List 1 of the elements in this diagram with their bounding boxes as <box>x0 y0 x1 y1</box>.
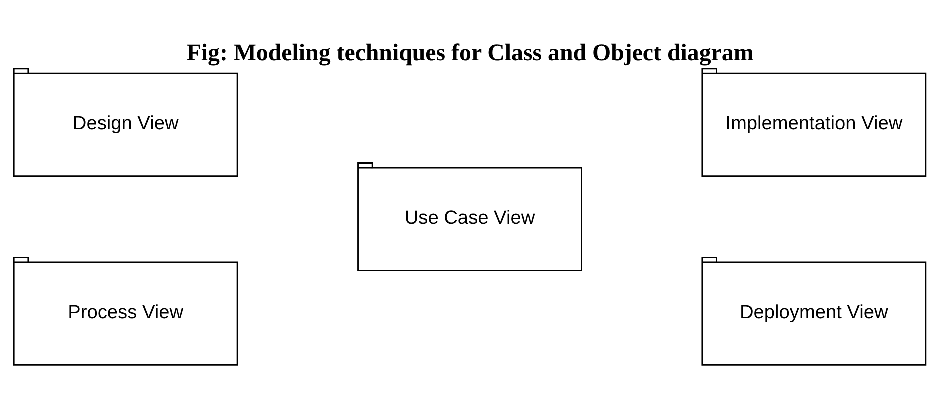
diagram-title: Fig: Modeling techniques for Class and Object diagram <box>186 40 754 66</box>
